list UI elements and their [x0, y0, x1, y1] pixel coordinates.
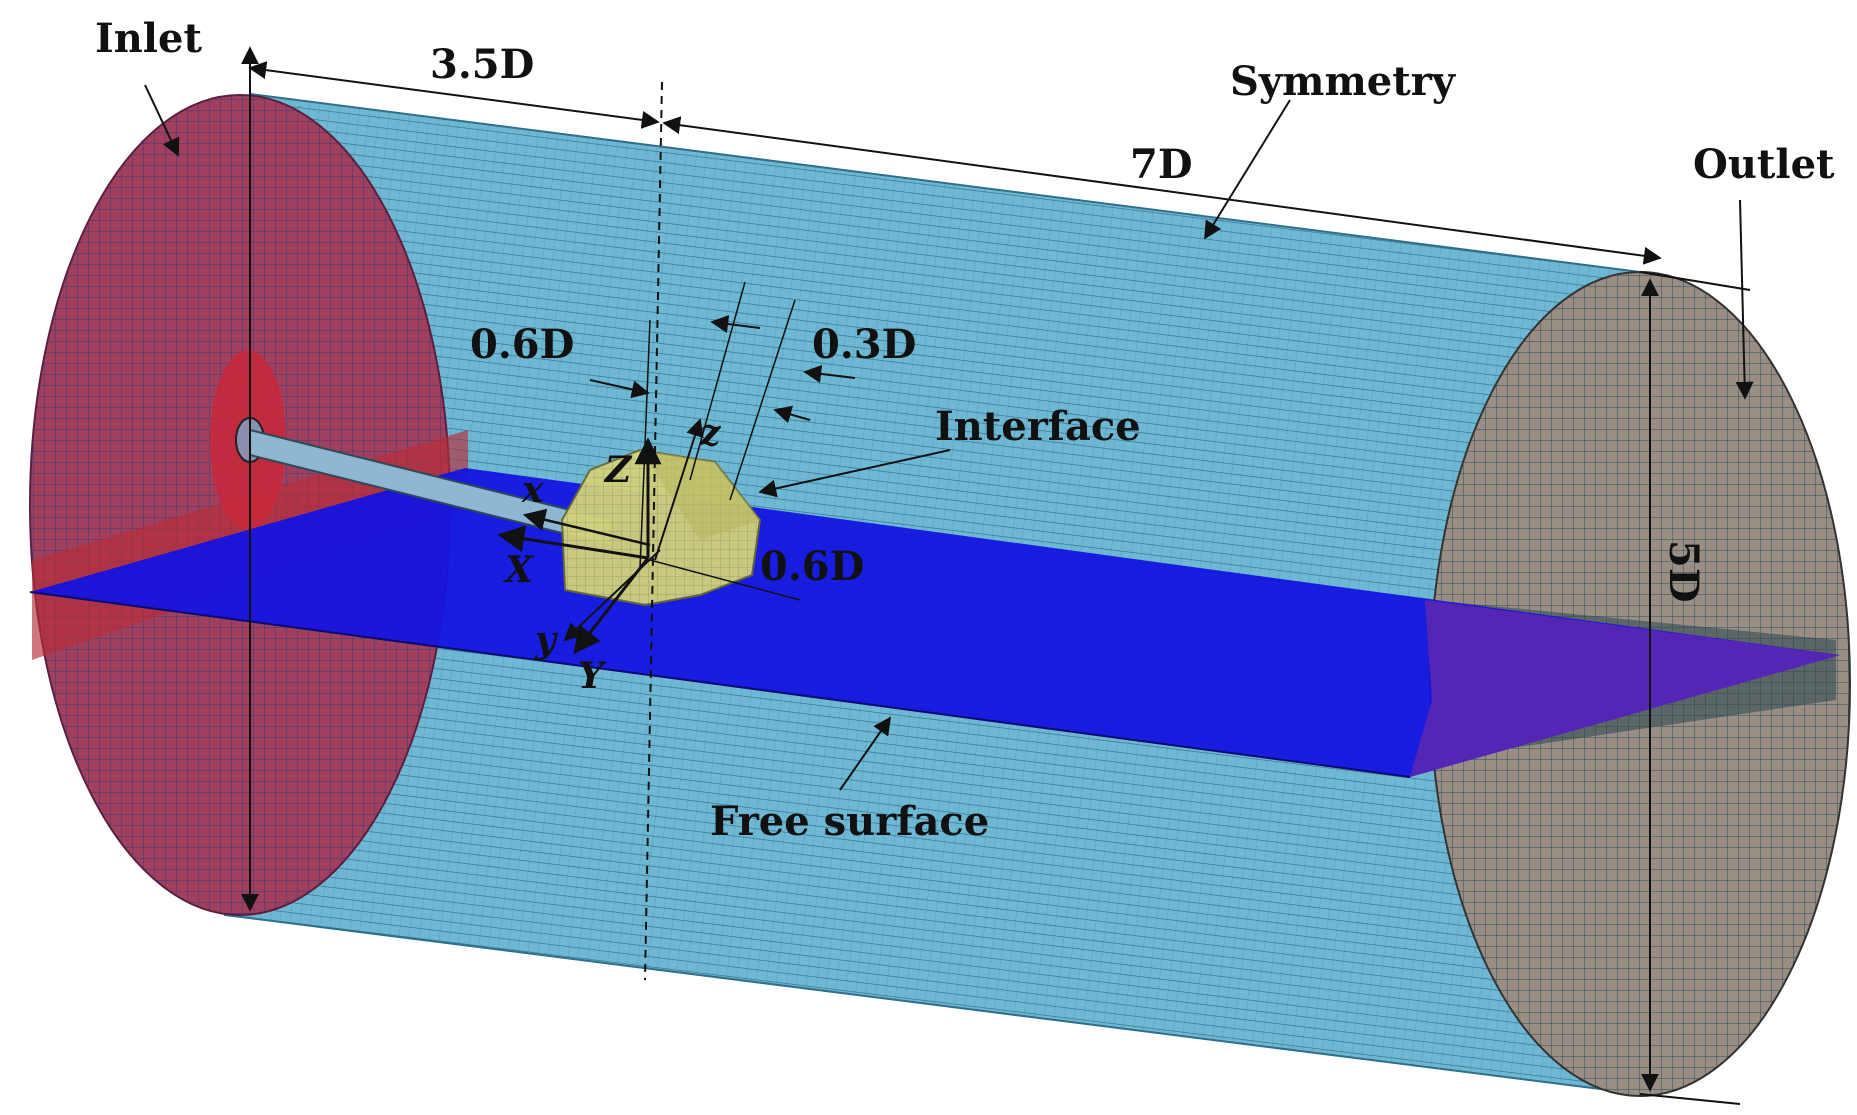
dim-downstream-line	[662, 116, 1662, 265]
label-outlet: Outlet	[1693, 141, 1835, 188]
iface-dim-06-arrow	[589, 379, 650, 399]
axis-label-X: X	[503, 549, 535, 591]
axis-X	[497, 525, 649, 560]
iface-dim-03-arrow	[803, 364, 856, 383]
iface-line-2	[689, 281, 746, 481]
iface-dim-06c-line	[649, 559, 801, 601]
leader-interface	[758, 449, 951, 498]
dim-label-diameter: 5D	[1660, 540, 1707, 603]
leader-symmetry	[1204, 99, 1291, 240]
dim-label-interface-b: 0.3D	[812, 321, 916, 368]
axis-label-x: x	[521, 469, 544, 511]
axis-label-z: z	[699, 412, 722, 454]
leader-free-surface	[839, 716, 892, 791]
axis-label-Y: Y	[578, 655, 607, 697]
dim-upstream-line	[248, 61, 660, 129]
dim-label-downstream: 7D	[1130, 141, 1193, 188]
label-free-surface: Free surface	[710, 798, 989, 845]
iface-dim-03-arrow-2	[773, 405, 811, 424]
iface-dim-06-arrow-2	[710, 315, 761, 333]
dim-label-interface-c: 0.6D	[760, 543, 864, 590]
dim-mid-dashed	[644, 81, 663, 981]
dim-label-interface-a: 0.6D	[470, 321, 574, 368]
axis-label-y: y	[534, 619, 558, 661]
label-symmetry: Symmetry	[1230, 58, 1457, 105]
dim-label-upstream: 3.5D	[430, 41, 534, 88]
axis-z	[654, 418, 704, 561]
axis-x	[522, 508, 651, 547]
free-surface-plane	[30, 468, 1840, 777]
dim-right-tick-bottom	[1639, 1093, 1741, 1105]
axis-label-Z: Z	[603, 449, 633, 491]
free-surface-outlet-purple	[1410, 600, 1840, 777]
label-interface: Interface	[935, 403, 1141, 450]
axis-y	[563, 549, 661, 642]
interface-top	[640, 450, 760, 540]
dim-right-tick-top	[1639, 271, 1751, 291]
label-inlet: Inlet	[95, 15, 202, 62]
leader-inlet	[144, 84, 180, 157]
leader-outlet	[1735, 199, 1754, 400]
iface-line-3	[729, 299, 796, 501]
free-surface-edge	[29, 591, 1411, 778]
